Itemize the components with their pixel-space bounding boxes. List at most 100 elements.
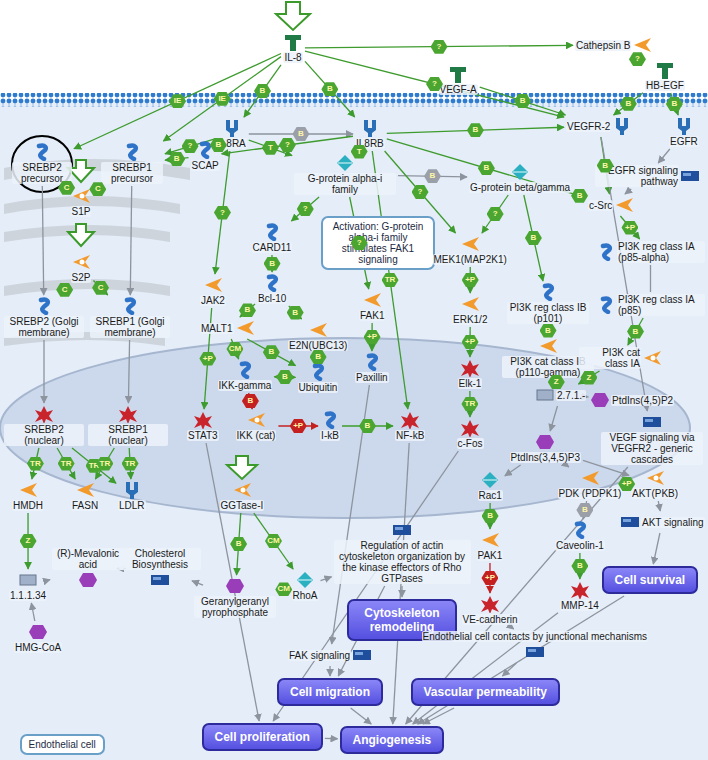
node-label: Bcl-10 (257, 293, 287, 304)
node-label: PtdIns(4,5)P2 (611, 395, 674, 406)
connector (49, 579, 51, 581)
connector (42, 186, 43, 295)
connector (482, 195, 508, 233)
node-label: AKT signaling (641, 517, 705, 528)
node-label: Angiogenesis (352, 733, 433, 747)
edge-label: C (89, 182, 106, 196)
edge-label: B (540, 324, 557, 338)
prot-icon (320, 411, 340, 429)
prot-icon (122, 143, 142, 161)
node-label: JAK2 (200, 295, 226, 306)
connector (305, 51, 564, 117)
kin-icon (632, 36, 652, 54)
connector (329, 666, 330, 676)
edge-label: B (482, 509, 499, 523)
cytoplasm (0, 100, 708, 760)
connector (401, 586, 402, 597)
connector (244, 65, 281, 117)
edge-label: TR (58, 457, 75, 471)
node-label: MEK1(MAP2K1) (433, 254, 508, 265)
node-label: RhoA (292, 590, 319, 601)
connector (291, 197, 319, 221)
node-label: SCAP (191, 160, 220, 171)
kin-icon (308, 321, 328, 339)
tf-icon (118, 405, 138, 423)
pathway-node: PDK (PDPK1) (558, 469, 623, 499)
pathway-node: CARD11 (252, 223, 293, 253)
nucleus (0, 338, 690, 518)
edge-label: B (239, 303, 256, 317)
node-label: SREBP2 (Golgi membrane) (4, 316, 84, 338)
node-label: c-Fos (457, 438, 484, 449)
node-label: HMG-CoA (14, 642, 62, 653)
pathway-node: PI3K reg class IB (p101) (507, 283, 589, 324)
edge-label: B (467, 123, 484, 137)
node-label: HMDH (12, 500, 44, 511)
prot-icon (262, 223, 282, 241)
node-label: G-protein beta/gamma (469, 182, 571, 193)
enz-icon (71, 253, 91, 271)
pathway-node: PAK1 (477, 531, 504, 561)
sq-icon (18, 571, 38, 589)
edge-label: B (168, 152, 185, 166)
node-label: IKK-gamma (218, 380, 273, 391)
pathway-node: EGFR (669, 117, 699, 147)
rec-icon (360, 119, 380, 137)
node-label: SREBP1 (nuclear) (88, 424, 168, 446)
pw-icon (642, 413, 662, 431)
edge-label: ? (431, 40, 448, 54)
kin-icon (614, 196, 634, 214)
pathway-node: PI3K reg class IA (p85) (596, 294, 705, 316)
tf-icon (570, 581, 590, 599)
edge-label: ? (279, 138, 296, 152)
node-label: Geranylgeranyl pyrophosphate (194, 596, 276, 618)
node-label: (R)-Mevalonic acid (52, 548, 124, 570)
edge-label: B (264, 257, 281, 271)
edge-label: B (230, 537, 247, 551)
node-label: E2N(UBC13) (288, 340, 348, 351)
connector (254, 513, 293, 569)
kin-icon (75, 481, 95, 499)
pathway-node: Bcl-10 (257, 274, 287, 304)
pw-icon (680, 167, 700, 185)
edge-label: CM (226, 342, 243, 356)
pathway-node: SREBP1 precursor (101, 143, 163, 184)
edge-label: IE (214, 92, 231, 106)
gp-icon (335, 154, 355, 172)
kin-icon (580, 469, 600, 487)
met-icon (535, 433, 555, 451)
edge-label: B (263, 345, 280, 359)
edge-label: ? (182, 139, 199, 153)
edge-label: +P (481, 571, 498, 585)
node-label: Endothelial cell contacts by junctional … (422, 631, 649, 642)
prot-icon (596, 243, 616, 261)
edge-label: B (310, 350, 327, 364)
pw-icon (352, 646, 372, 664)
edge-label: +P (199, 352, 216, 366)
pathway-node: AKT(PKB) (631, 469, 679, 499)
pathway-node: STAT3 (187, 411, 219, 441)
hollow-arrows (68, 2, 310, 479)
pathway-node: VEGFR-2 (566, 117, 632, 135)
edge-label: B (254, 84, 271, 98)
pathway-node: IKK (cat) (236, 411, 277, 441)
rec-icon (122, 481, 142, 499)
connector (587, 396, 589, 397)
connector (163, 57, 281, 141)
node-label: SREBP1 precursor (101, 162, 163, 184)
process-box: Cell proliferation (202, 723, 323, 751)
prot-icon (570, 521, 590, 539)
node-label: MALT1 (200, 323, 234, 334)
pathway-node: ERK1/2 (452, 295, 488, 325)
edge-label: B (666, 97, 683, 111)
connector (31, 603, 34, 621)
node-label: 2.7.1.- (556, 390, 586, 401)
process-box: Angiogenesis (340, 726, 445, 754)
node-label: SREBP1 (Golgi membrane) (90, 316, 170, 338)
edge-label: ? (629, 52, 646, 66)
pathway-node: c-Fos (457, 419, 484, 449)
edge-label: B (242, 394, 259, 408)
pathway-node: GGTase-I (220, 481, 265, 511)
node-label: VE-cadherin (462, 614, 519, 625)
edge-label: CM (275, 582, 292, 596)
